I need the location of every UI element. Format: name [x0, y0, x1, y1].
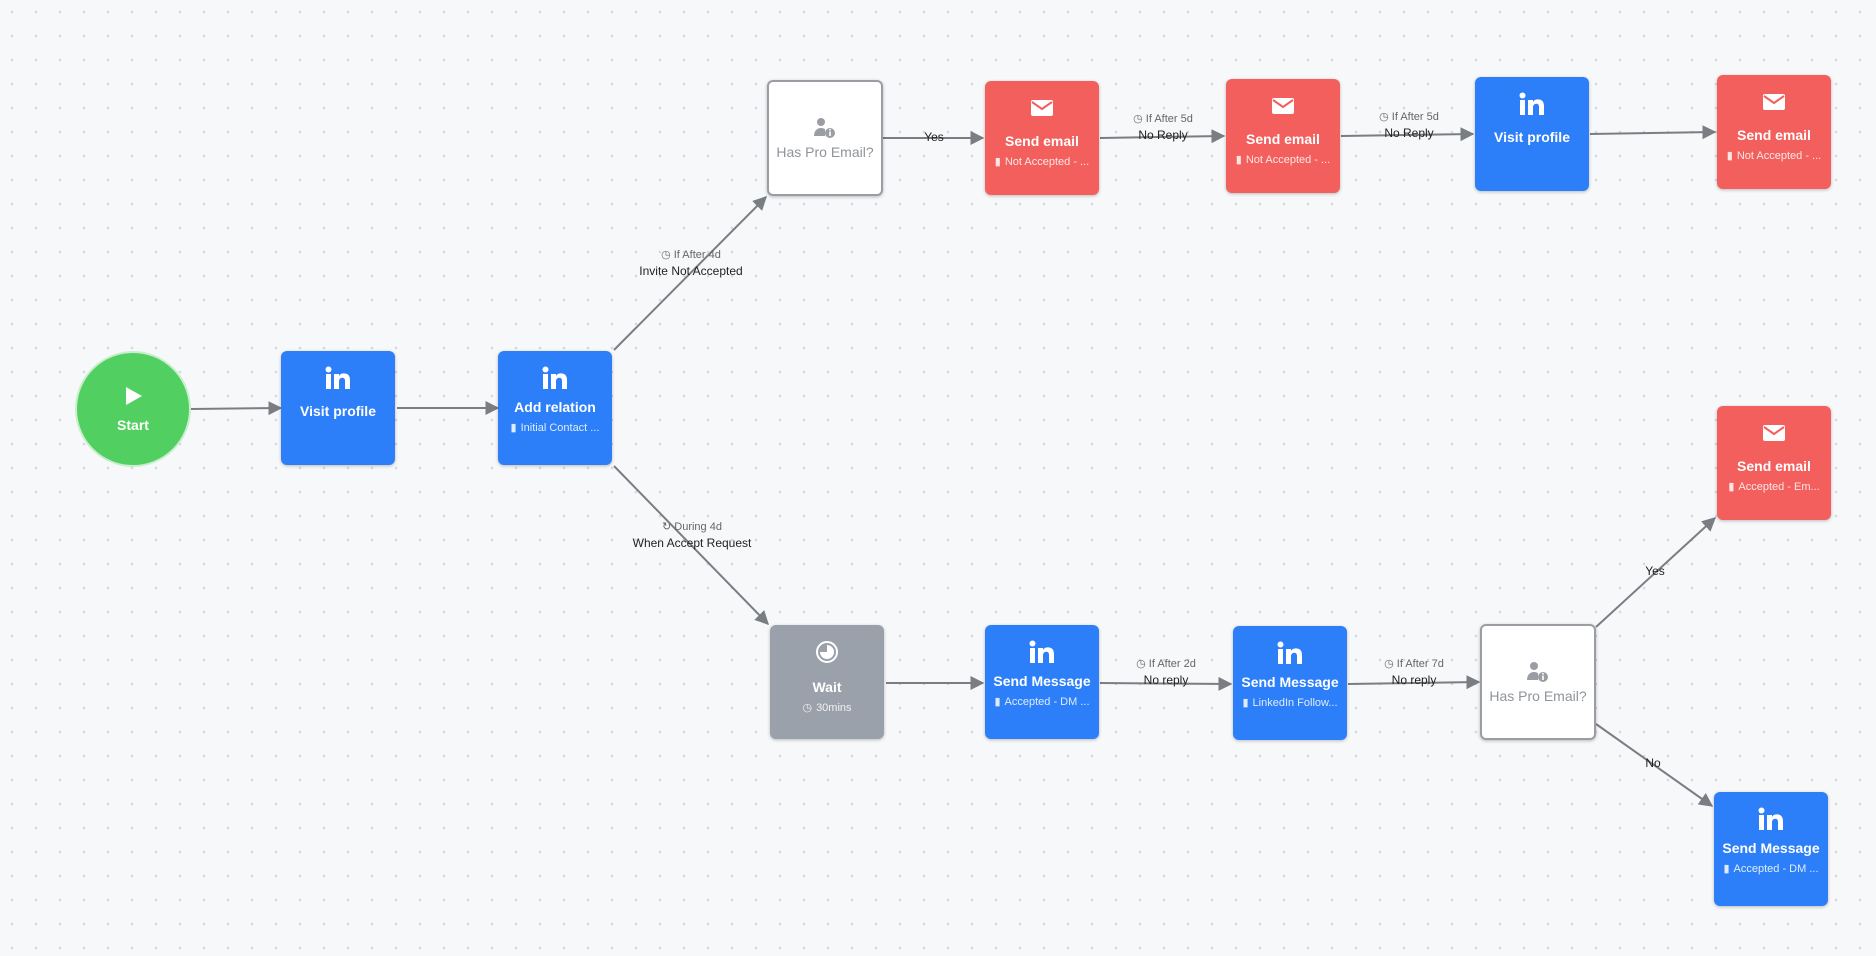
node-title: Send email [1737, 458, 1811, 474]
send-message-node[interactable]: Send Message ▮Accepted - DM ... [1714, 792, 1828, 906]
message-icon: ▮ [994, 696, 1001, 708]
edge-add-wait [613, 465, 769, 626]
play-icon [126, 387, 142, 405]
send-message-node[interactable]: Send Message ▮LinkedIn Follow... [1233, 626, 1347, 740]
refresh-icon: ↻ [662, 521, 672, 533]
envelope-icon [1031, 100, 1053, 116]
clock-icon: ◷ [661, 249, 671, 261]
node-subtitle: ▮Accepted - DM ... [994, 695, 1090, 709]
clock-pie-icon [816, 641, 838, 663]
message-icon: ▮ [510, 422, 517, 434]
edge-label-no-reply: ◷If After 2d No reply [1136, 658, 1196, 687]
clock-icon: ◷ [1136, 658, 1146, 670]
linkedin-icon [1758, 807, 1783, 830]
edge-label-no-reply: ◷If After 7d No reply [1384, 658, 1444, 687]
node-title: Send email [1246, 131, 1320, 147]
node-title: Send Message [993, 673, 1091, 689]
edge-start-visit [190, 401, 283, 416]
node-subtitle: ▮Not Accepted - ... [1726, 149, 1822, 163]
edge-label-no-reply: ◷If After 5d No Reply [1379, 111, 1439, 140]
start-label: Start [117, 417, 149, 433]
message-icon: ▮ [1242, 697, 1249, 709]
node-subtitle: ▮Initial Contact ... [510, 421, 600, 435]
start-node[interactable]: Start [75, 351, 191, 467]
send-email-node[interactable]: Send email ▮Accepted - Em... [1717, 406, 1831, 520]
node-title: Has Pro Email? [1489, 688, 1587, 704]
edge-add-haspro1 [613, 196, 767, 351]
edge-msg2-haspro2 [1347, 675, 1481, 690]
edge-haspro2-msg3 [1595, 723, 1714, 807]
linkedin-icon [1277, 641, 1302, 664]
has-pro-email-node[interactable]: Has Pro Email? [1480, 624, 1596, 740]
node-title: Add relation [514, 399, 596, 415]
edge-email1-email2 [1099, 129, 1226, 144]
node-subtitle: ▮Accepted - DM ... [1723, 862, 1819, 876]
linkedin-icon [325, 366, 350, 389]
has-pro-email-node[interactable]: Has Pro Email? [767, 80, 883, 196]
send-message-node[interactable]: Send Message ▮Accepted - DM ... [985, 625, 1099, 739]
edge-msg1-msg2 [1099, 676, 1233, 691]
node-title: Send Message [1722, 840, 1820, 856]
node-title: Send email [1737, 127, 1811, 143]
visit-profile-node[interactable]: Visit profile [281, 351, 395, 465]
message-icon: ▮ [1728, 481, 1735, 493]
node-title: Visit profile [1494, 129, 1570, 145]
linkedin-icon [1029, 640, 1054, 663]
node-subtitle: ◷30mins [802, 701, 852, 715]
edge-label-yes: Yes [924, 130, 944, 144]
edge-label-yes: Yes [1645, 564, 1665, 578]
edge-label-no-reply: ◷If After 5d No Reply [1133, 113, 1193, 142]
clock-icon: ◷ [1379, 111, 1389, 123]
person-info-icon [1527, 662, 1548, 682]
edge-visit2-email3 [1589, 125, 1717, 140]
envelope-icon [1272, 98, 1294, 114]
edge-label-not-accepted: ◷If After 4d Invite Not Accepted [639, 249, 743, 278]
send-email-node[interactable]: Send email ▮Not Accepted - ... [985, 81, 1099, 195]
add-relation-node[interactable]: Add relation ▮Initial Contact ... [498, 351, 612, 465]
clock-icon: ◷ [802, 702, 813, 714]
node-title: Send Message [1241, 674, 1339, 690]
visit-profile-node[interactable]: Visit profile [1475, 77, 1589, 191]
message-icon: ▮ [994, 156, 1001, 168]
edge-label-no: No [1645, 756, 1661, 770]
node-subtitle: ▮LinkedIn Follow... [1242, 696, 1338, 710]
linkedin-icon [542, 366, 567, 389]
clock-icon: ◷ [1384, 658, 1394, 670]
node-subtitle: ▮Not Accepted - ... [994, 155, 1090, 169]
edge-haspro2-email4 [1595, 517, 1717, 628]
message-icon: ▮ [1235, 154, 1242, 166]
envelope-icon [1763, 94, 1785, 110]
node-title: Wait [812, 679, 842, 695]
edge-label-accept: ↻During 4d When Accept Request [632, 521, 752, 550]
envelope-icon [1763, 425, 1785, 441]
node-title: Has Pro Email? [776, 144, 874, 160]
clock-icon: ◷ [1133, 113, 1143, 125]
node-subtitle: ▮Not Accepted - ... [1235, 153, 1331, 167]
linkedin-icon [1519, 92, 1544, 115]
node-subtitle: ▮Accepted - Em... [1728, 480, 1820, 494]
send-email-node[interactable]: Send email ▮Not Accepted - ... [1717, 75, 1831, 189]
node-title: Visit profile [300, 403, 376, 419]
message-icon: ▮ [1726, 150, 1733, 162]
message-icon: ▮ [1723, 863, 1730, 875]
edge-email2-visit2 [1340, 127, 1475, 142]
send-email-node[interactable]: Send email ▮Not Accepted - ... [1226, 79, 1340, 193]
node-title: Send email [1005, 133, 1079, 149]
wait-node[interactable]: Wait ◷30mins [770, 625, 884, 739]
person-info-icon [814, 118, 835, 138]
